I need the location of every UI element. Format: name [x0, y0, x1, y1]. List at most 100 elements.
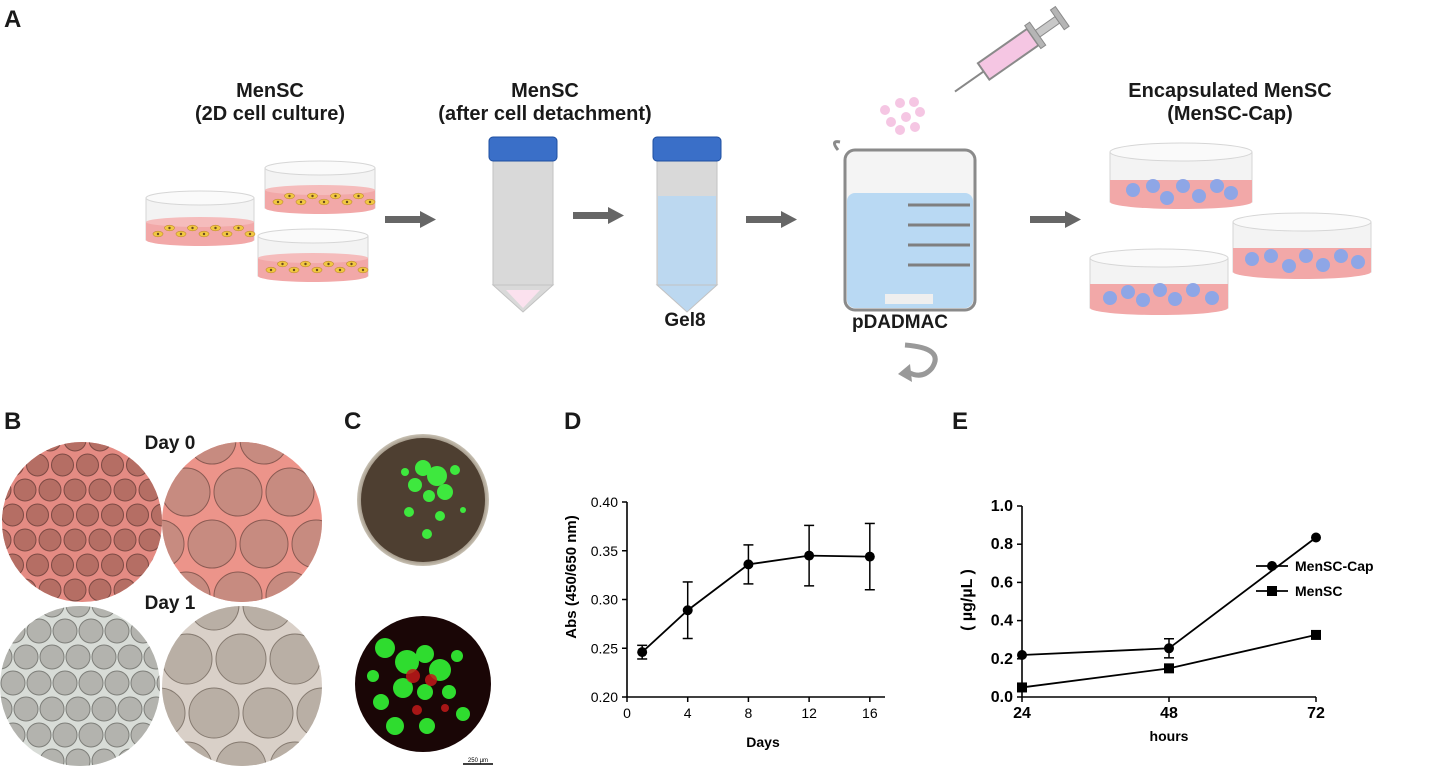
- capsule: [63, 478, 87, 502]
- brightfield-overlay-image: [357, 434, 489, 566]
- photo-day1-low-mag: [0, 606, 160, 766]
- capsule: [13, 748, 39, 766]
- arrow-2: [573, 207, 624, 224]
- cell-nucleus: [237, 226, 240, 230]
- capsule: [88, 478, 112, 502]
- capsules: [1103, 179, 1365, 307]
- cell-nucleus: [292, 268, 296, 272]
- capsule: [78, 670, 104, 696]
- capsule: [151, 453, 162, 477]
- capsule: [51, 503, 74, 527]
- capsule: [138, 528, 162, 552]
- y-tick-label: 0.20: [591, 689, 618, 705]
- capsule: [38, 578, 62, 602]
- x-tick-label: 72: [1307, 705, 1325, 722]
- cell-nucleus: [322, 200, 326, 204]
- capsule: [162, 687, 186, 739]
- capsule: [39, 696, 65, 722]
- y-tick-label: 0.2: [991, 651, 1013, 668]
- capsule: [187, 519, 237, 569]
- beaker: [833, 140, 977, 312]
- cell-nucleus: [315, 268, 319, 272]
- droplets: [880, 97, 925, 135]
- capsule: [113, 528, 137, 552]
- capsule: [65, 748, 91, 766]
- capsule: [215, 741, 267, 766]
- capsule: [65, 606, 91, 618]
- y-tick-label: 0.0: [991, 689, 1013, 706]
- capsule: [2, 578, 12, 602]
- capsule: [162, 606, 186, 631]
- cell-nucleus: [327, 262, 330, 266]
- capsule: [65, 696, 91, 722]
- capsule: [13, 578, 37, 602]
- capsule: [143, 748, 160, 766]
- capsule: [117, 644, 143, 670]
- data-point: [1164, 643, 1174, 654]
- y-tick-label: 1.0: [991, 498, 1013, 515]
- cell-nucleus: [156, 232, 160, 236]
- photo-day0-high-mag: [162, 442, 322, 602]
- capsule: [0, 696, 13, 722]
- capsule: [126, 553, 149, 577]
- capsule: [162, 519, 185, 569]
- capsule: [130, 722, 156, 748]
- data-point: [682, 605, 693, 616]
- panel-label-c: C: [344, 408, 362, 435]
- y-tick-label: 0.8: [991, 536, 1013, 553]
- capsule: [138, 478, 162, 502]
- arrow-3: [746, 211, 797, 228]
- y-tick-label: 0.6: [991, 574, 1013, 591]
- cell-nucleus: [338, 268, 342, 272]
- data-point: [637, 647, 648, 658]
- capsule: [101, 453, 124, 477]
- capsule: [130, 670, 156, 696]
- capsule: [162, 633, 213, 685]
- data-point: [743, 559, 754, 570]
- scale-bar-label: 250 µm: [468, 758, 488, 764]
- capsule: [188, 687, 240, 739]
- cell-nucleus: [288, 194, 291, 198]
- data-point: [1164, 663, 1174, 674]
- capsule: [38, 528, 62, 552]
- capsule: [0, 606, 13, 618]
- tube-gel8: [652, 136, 722, 313]
- capsule: [104, 722, 130, 748]
- capsule: [143, 606, 160, 618]
- step4-title: Encapsulated MenSC: [1128, 80, 1332, 102]
- capsule: [242, 606, 294, 631]
- capsule: [76, 553, 99, 577]
- capsule: [239, 442, 289, 465]
- capsule: [52, 722, 78, 748]
- capsule: [39, 644, 65, 670]
- capsule: [113, 578, 137, 602]
- x-tick-label: 48: [1160, 705, 1178, 722]
- panel-label-a: A: [4, 6, 22, 33]
- tube-after-detachment: [488, 136, 558, 313]
- capsule: [113, 478, 137, 502]
- cell-nucleus: [214, 226, 217, 230]
- cell-nucleus: [304, 262, 307, 266]
- capsule: [88, 578, 112, 602]
- capsule: [2, 442, 12, 452]
- step2-label: MenSC (after cell detachment): [395, 80, 695, 126]
- capsule: [13, 606, 39, 618]
- capsule-dish-left: [1089, 248, 1229, 315]
- x-tick-label: 8: [745, 705, 753, 721]
- cell-nucleus: [357, 194, 360, 198]
- day1-label: Day 1: [144, 593, 196, 614]
- capsule: [51, 553, 74, 577]
- step1-label: MenSC (2D cell culture): [160, 80, 380, 126]
- culture-dish-top: [264, 160, 376, 214]
- capsule: [91, 748, 117, 766]
- y-tick-label: 0.30: [591, 592, 618, 608]
- panel-label-e: E: [952, 408, 969, 435]
- capsule: [291, 519, 322, 569]
- cell-nucleus: [334, 194, 337, 198]
- cell-nucleus: [248, 232, 252, 236]
- cell-nucleus: [269, 268, 273, 272]
- capsule: [63, 578, 87, 602]
- capsule: [296, 606, 322, 631]
- photo-day1-high-mag: [162, 606, 322, 766]
- cell-nucleus: [368, 200, 372, 204]
